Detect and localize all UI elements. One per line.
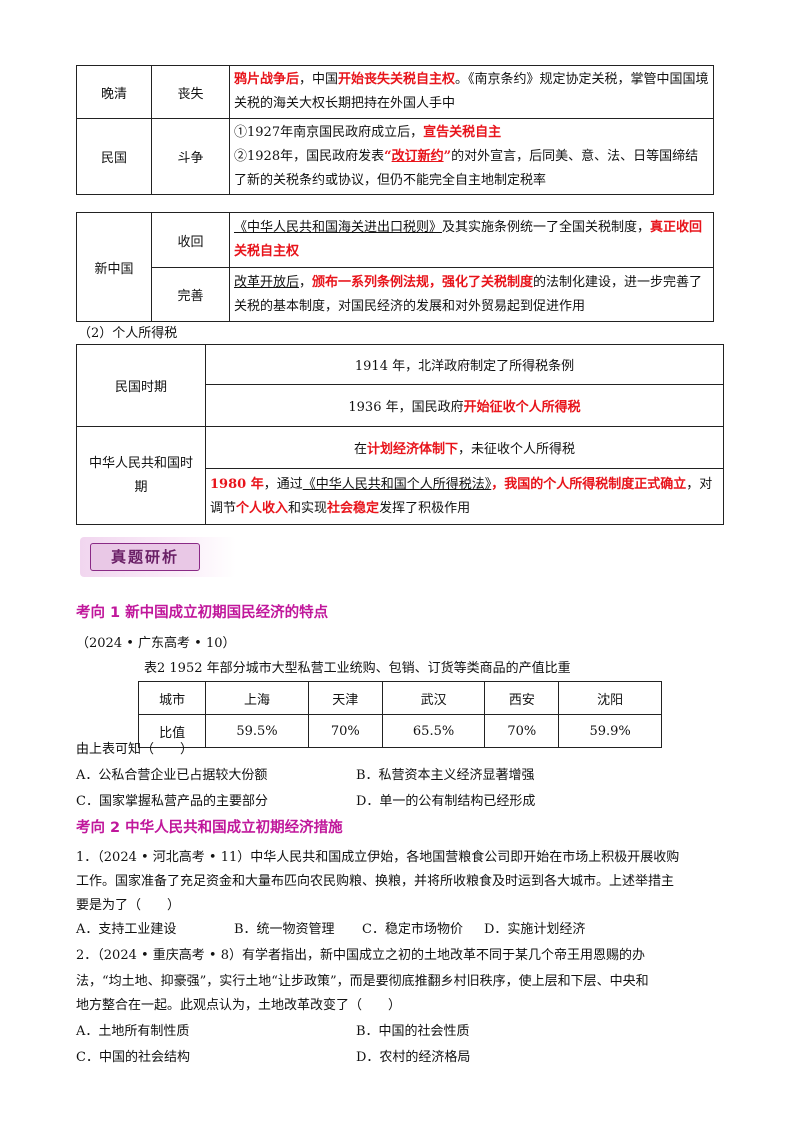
description-cell: 《中华人民共和国海关进出口税则》及其实施条例统一了全国关税制度，真正收回关税自主…: [229, 212, 714, 268]
q1-option-a: A．支持工业建设: [76, 922, 177, 937]
description-cell: 改革开放后，颁布一系列条例法规，强化了关税制度的法制化建设，进一步完善了关税的基…: [229, 267, 714, 322]
description-cell: 鸦片战争后，中国开始丧失关税自主权。《南京条约》规定协定关税，掌管中国国境关税的…: [229, 65, 714, 119]
table-value-cell: 70%: [484, 714, 560, 748]
question-stem: 由上表可知（ ）: [76, 742, 194, 757]
item-cell: 1914 年，北洋政府制定了所得税条例: [205, 344, 724, 385]
status-cell: 斗争: [151, 118, 230, 195]
item-cell: 1936 年，国民政府开始征收个人所得税: [205, 384, 724, 427]
period-cell: 民国: [76, 118, 152, 195]
period-cell: 民国时期: [76, 344, 206, 427]
table-value-cell: 比值: [137, 714, 207, 748]
option-a: A．公私合营企业已占据较大份额: [76, 768, 268, 783]
q1-line: 工作。国家准备了充足资金和大量布匹向农民购粮、换粮，并将所收粮食及时运到各大城市…: [76, 874, 675, 889]
table-header-cell: 西安: [484, 681, 560, 715]
period-cell: 中华人民共和国时期: [76, 426, 206, 525]
table-header-cell: 上海: [205, 681, 309, 715]
item-cell: 1980 年，通过《中华人民共和国个人所得税法》，我国的个人所得税制度正式确立，…: [205, 468, 724, 525]
income-tax-table: 民国时期 1914 年，北洋政府制定了所得税条例 1936 年，国民政府开始征收…: [76, 344, 724, 525]
section-badge: 真题研析: [80, 537, 236, 577]
badge-label: 真题研析: [90, 543, 200, 571]
table-caption: 表2 1952 年部分城市大型私营工业统购、包销、订货等类商品的产值比重: [144, 661, 571, 676]
period-cell: 晚清: [76, 65, 152, 119]
tariff-table-new-china: 新中国 收回 《中华人民共和国海关进出口税则》及其实施条例统一了全国关税制度，真…: [76, 212, 714, 322]
period-cell: 新中国: [76, 212, 152, 322]
q2-line: 地方整合在一起。此观点认为，土地改革改变了（ ）: [76, 998, 402, 1013]
q2-line: 2．（2024 • 重庆高考 • 8）有学者指出，新中国成立之初的土地改革不同于…: [76, 948, 645, 963]
table-value-cell: 59.9%: [558, 714, 662, 748]
item-cell: 在计划经济体制下，未征收个人所得税: [205, 426, 724, 469]
stats-table: 城市 上海 天津 武汉 西安 沈阳 比值 59.5% 70% 65.5% 70%…: [137, 681, 662, 748]
table-header-cell: 城市: [137, 681, 207, 715]
q2-option-b: B．中国的社会性质: [356, 1024, 470, 1039]
option-d: D．单一的公有制结构已经形成: [356, 794, 536, 809]
table-value-cell: 65.5%: [381, 714, 486, 748]
q2-line: 法，“均土地、抑豪强”，实行土地“让步政策”，而是要彻底推翻乡村旧秩序，使上层和…: [76, 974, 649, 989]
q2-option-d: D．农村的经济格局: [356, 1050, 471, 1065]
table-value-cell: 59.5%: [205, 714, 309, 748]
income-tax-heading: （2）个人所得税: [78, 326, 178, 341]
q1-line: 1．（2024 • 河北高考 • 11）中华人民共和国成立伊始，各地国营粮食公司…: [76, 850, 680, 865]
option-c: C．国家掌握私营产品的主要部分: [76, 794, 268, 809]
status-cell: 丧失: [151, 65, 230, 119]
table-header-cell: 沈阳: [558, 681, 662, 715]
table-value-cell: 70%: [307, 714, 383, 748]
status-cell: 完善: [151, 267, 230, 322]
section1-heading: 考向 1 新中国成立初期国民经济的特点: [76, 605, 329, 621]
table-header-cell: 武汉: [381, 681, 486, 715]
option-b: B．私营资本主义经济显著增强: [356, 768, 535, 783]
table-header-cell: 天津: [307, 681, 383, 715]
tariff-table-late-qing-republic: 晚清 丧失 鸦片战争后，中国开始丧失关税自主权。《南京条约》规定协定关税，掌管中…: [76, 65, 714, 195]
section1-source: （2024 • 广东高考 • 10）: [76, 636, 236, 651]
q2-option-c: C．中国的社会结构: [76, 1050, 190, 1065]
section2-heading: 考向 2 中华人民共和国成立初期经济措施: [76, 820, 343, 836]
q1-option-d: D．实施计划经济: [484, 922, 586, 937]
q1-option-c: C．稳定市场物价: [362, 922, 463, 937]
q1-line: 要是为了（ ）: [76, 898, 181, 913]
status-cell: 收回: [151, 212, 230, 268]
q2-option-a: A．土地所有制性质: [76, 1024, 190, 1039]
q1-option-b: B．统一物资管理: [234, 922, 335, 937]
